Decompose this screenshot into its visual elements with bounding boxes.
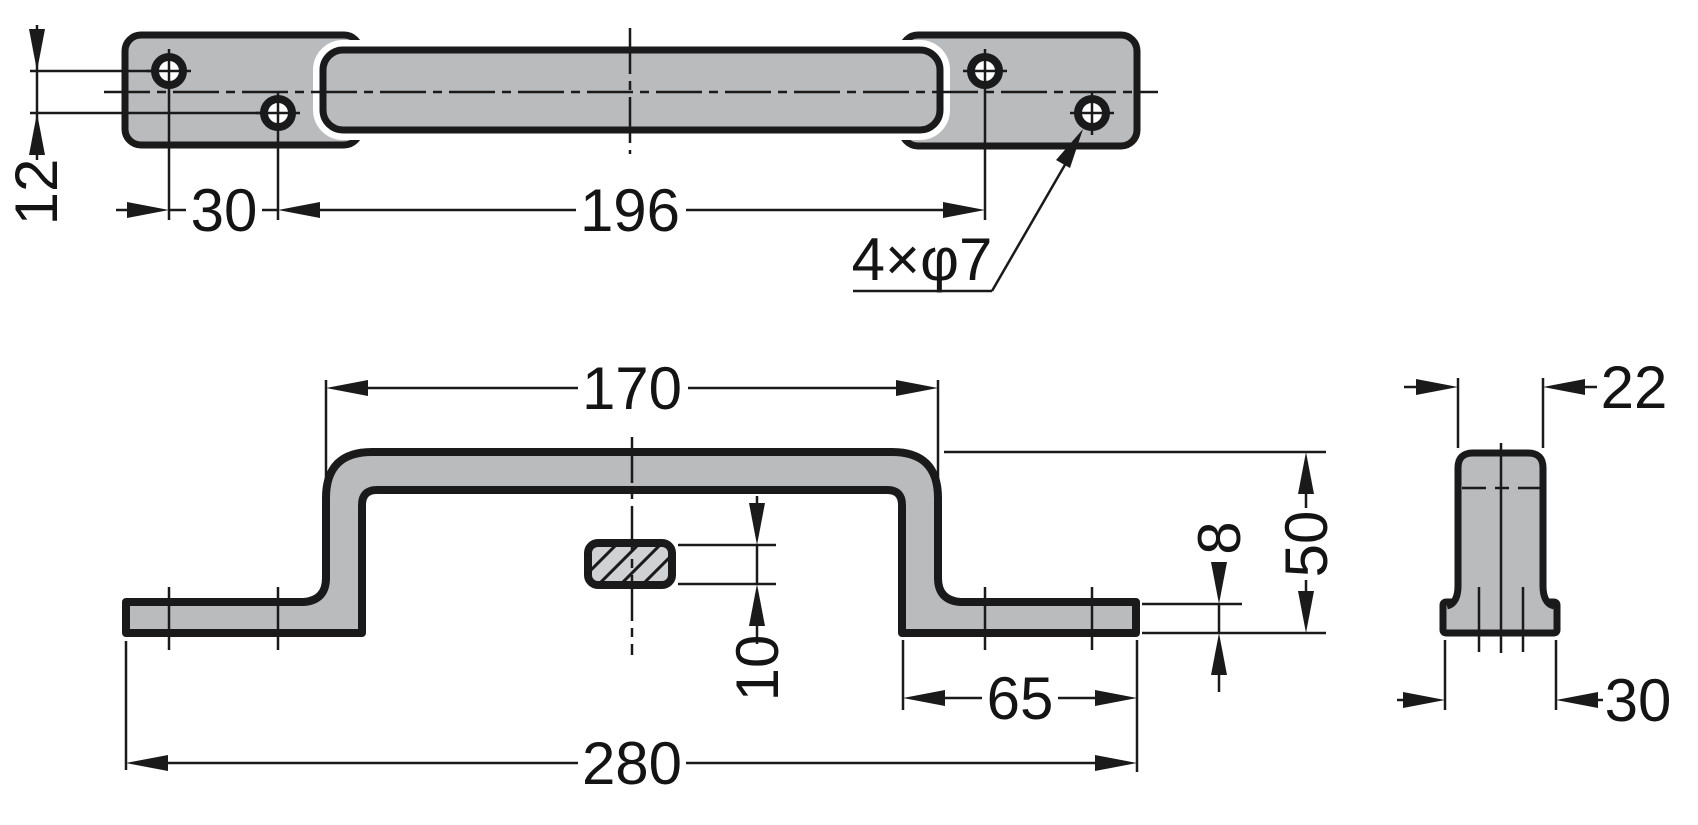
arrowhead [749,503,765,545]
dim-label-196: 196 [580,177,680,244]
arrowhead [943,202,985,218]
front-view-centerlines [167,437,1094,655]
arrowhead [1556,692,1598,708]
dim-label-50: 50 [1273,511,1340,578]
section-outline [584,539,676,589]
top-view-grip-bar [319,46,944,134]
side-view-centerlines [1462,443,1540,653]
arrowhead [749,584,765,626]
arrowhead [29,113,45,155]
arrowhead [1211,633,1227,675]
dimension-base-width-30: 30 [1397,640,1671,734]
dim-label-22: 22 [1601,354,1668,421]
arrowhead [1095,755,1137,771]
dim-label-280: 280 [582,730,682,797]
section-hatching [592,547,668,581]
side-view [1439,443,1561,653]
hole [147,49,191,93]
hole [256,91,300,135]
dimension-hole-pitch-196: 196 [278,93,987,244]
arrowhead [1403,692,1445,708]
dimension-grip-outer-width-170: 170 [324,355,940,490]
dim-label-10: 10 [724,635,791,702]
front-view-handle-profile [122,448,1140,637]
dimension-grip-section-height-10: 10 [678,496,791,701]
arrowhead [29,29,45,71]
arrowhead [1298,591,1314,633]
dimension-hole-edge-spacing-30: 30 [116,93,280,244]
dimension-overall-length-280: 280 [124,641,1137,797]
dim-label-4xd7: 4×φ7 [852,226,993,293]
dim-label-8: 8 [1186,521,1253,554]
hole [963,49,1007,93]
top-view [104,28,1158,154]
arrowhead [326,380,368,396]
grip-cross-section [584,539,676,589]
dim-label-12: 12 [3,159,70,226]
arrowhead [1298,452,1314,494]
dim-label-65: 65 [987,665,1054,732]
leader-arrowhead [1056,129,1083,168]
top-view-centerlines [104,28,1158,154]
hole [1070,91,1114,135]
arrowhead [126,755,168,771]
callout-holes-4xd7: 4×φ7 [852,129,1083,293]
arrowhead [278,202,320,218]
dim-label-30: 30 [191,177,258,244]
arrowhead [1416,379,1458,395]
dim-label-30-side: 30 [1605,667,1672,734]
arrowhead [1095,690,1137,706]
arrowhead [1543,379,1585,395]
dimension-overall-height-50: 50 [944,450,1340,633]
mounting-holes [147,49,1114,135]
front-view [122,437,1140,655]
dimension-base-plate-thickness-8: 8 [1142,521,1326,692]
arrowhead [127,202,169,218]
dimension-hole-row-offset-12: 12 [3,25,262,225]
arrowhead [903,690,945,706]
arrowhead [1211,562,1227,604]
arrowhead [896,380,938,396]
dimension-foot-length-65: 65 [901,640,1139,772]
dim-label-170: 170 [582,355,682,422]
dimension-grip-section-width-22: 22 [1404,354,1667,448]
